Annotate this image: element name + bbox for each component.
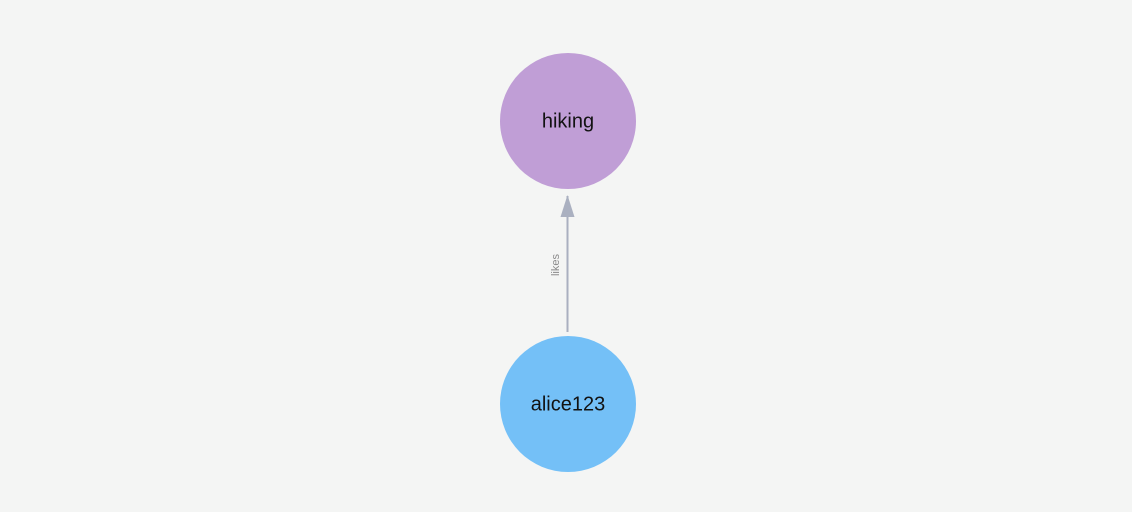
- node-circle-hiking[interactable]: [500, 53, 636, 189]
- graph-edge-likes[interactable]: likes: [550, 195, 575, 332]
- edge-label-likes: likes: [550, 254, 562, 277]
- graph-node-alice123[interactable]: alice123: [500, 336, 636, 472]
- node-circle-alice123[interactable]: [500, 336, 636, 472]
- graph-node-hiking[interactable]: hiking: [500, 53, 636, 189]
- edge-arrowhead-icon: [560, 195, 575, 217]
